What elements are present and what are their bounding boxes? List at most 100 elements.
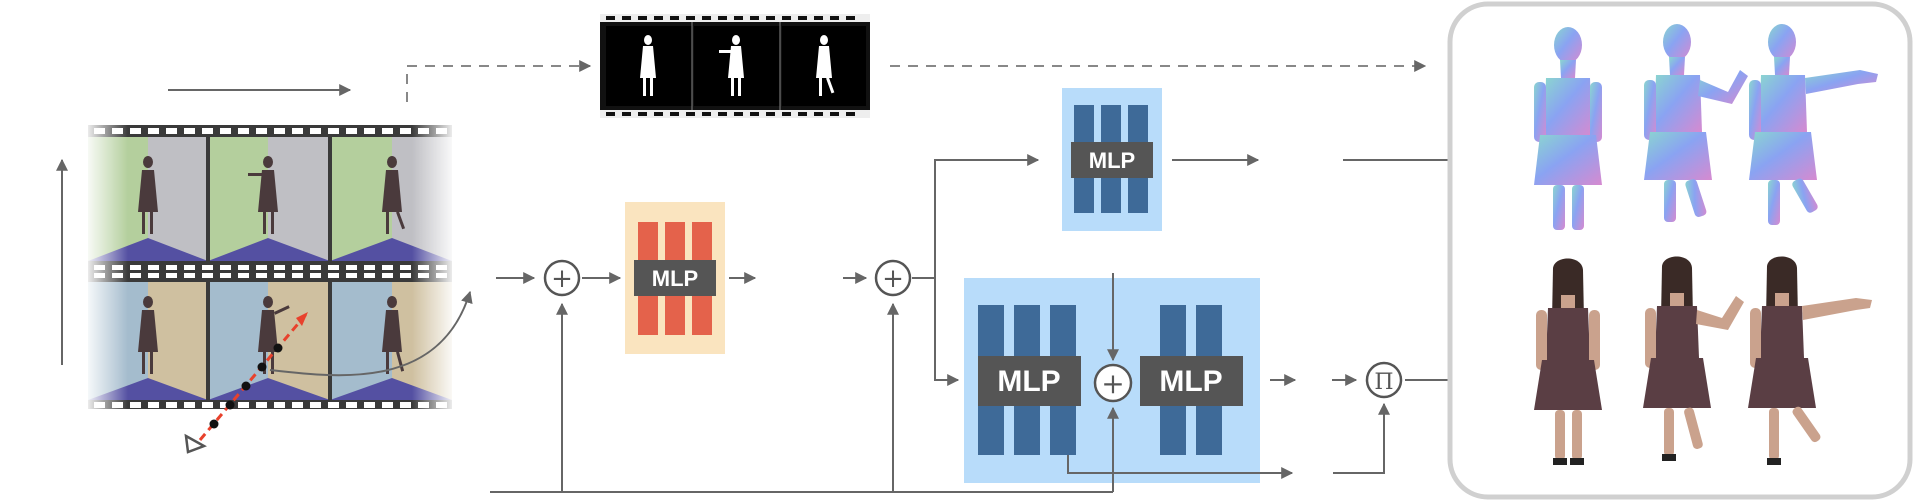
input-video-filmstrip — [88, 125, 452, 409]
sprocket-hole — [846, 16, 855, 20]
sprocket-hole — [670, 16, 679, 20]
branch-arrow-normal — [912, 154, 1040, 279]
sprocket-hole — [686, 16, 695, 20]
sum-symbol: + — [882, 264, 904, 294]
sprocket-hole — [292, 273, 303, 278]
sprocket-hole — [798, 112, 807, 116]
sprocket-hole — [328, 273, 339, 278]
person-figure — [258, 296, 290, 374]
normal-map-figure — [1534, 27, 1602, 230]
film-middle-band — [88, 261, 452, 282]
sprocket-hole — [130, 128, 141, 134]
output-panel — [1447, 1, 1913, 500]
sprocket-hole — [274, 402, 285, 408]
frame-cell — [148, 137, 208, 261]
rgb-figure — [1534, 258, 1602, 465]
sprocket-hole — [364, 265, 375, 270]
sprocket-hole — [830, 16, 839, 20]
sprocket-hole — [400, 265, 411, 270]
sprocket-hole — [148, 128, 159, 134]
sprocket-hole — [766, 16, 775, 20]
sum-symbol: + — [551, 264, 573, 294]
flow-arrow — [1067, 455, 1294, 479]
sprocket-hole — [292, 402, 303, 408]
sprocket-hole — [622, 112, 631, 116]
sprocket-hole — [846, 112, 855, 116]
sprocket-hole — [382, 402, 393, 408]
sprocket-hole — [766, 112, 775, 116]
film-fade-left — [88, 125, 128, 409]
sprocket-hole — [220, 265, 231, 270]
sprocket-hole — [814, 112, 823, 116]
sprocket-hole — [310, 265, 321, 270]
floor-triangle — [208, 238, 330, 261]
sprocket-hole — [782, 112, 791, 116]
sprocket-hole — [346, 402, 357, 408]
sprocket-hole — [718, 112, 727, 116]
sprocket-hole — [184, 273, 195, 278]
frame-cell — [268, 137, 330, 261]
mlp-label-box — [978, 356, 1081, 406]
silhouette-figure — [719, 35, 744, 96]
mlp-color-branch: MLP MLP — [964, 278, 1260, 483]
sprocket-hole — [638, 112, 647, 116]
mlp-label: MLP — [652, 266, 698, 291]
sprocket-hole — [364, 128, 375, 134]
sprocket-hole — [702, 112, 711, 116]
sprocket-hole — [310, 273, 321, 278]
sprocket-hole — [328, 265, 339, 270]
film-fade-right — [412, 125, 452, 409]
sprocket-hole — [256, 402, 267, 408]
sprocket-hole — [328, 402, 339, 408]
sprocket-hole — [400, 128, 411, 134]
frame-cell — [208, 282, 268, 400]
sprocket-hole — [382, 128, 393, 134]
sprocket-hole — [256, 273, 267, 278]
sprocket-hole — [202, 273, 213, 278]
sprocket-hole — [830, 112, 839, 116]
sprocket-hole — [166, 273, 177, 278]
sprocket-hole — [256, 128, 267, 134]
sprocket-hole — [202, 128, 213, 134]
sprocket-hole — [166, 402, 177, 408]
product-operator: Π — [1365, 361, 1403, 399]
sprocket-hole — [238, 265, 249, 270]
sprocket-hole — [364, 273, 375, 278]
sprocket-hole — [274, 273, 285, 278]
sprocket-hole — [606, 16, 615, 20]
person-figure — [138, 296, 158, 374]
sprocket-hole — [328, 128, 339, 134]
sprocket-hole — [346, 265, 357, 270]
person-figure — [138, 156, 158, 234]
sample-point-arrow — [269, 290, 473, 377]
person-figure — [248, 156, 278, 234]
mask-input-dashed-arrow — [406, 60, 592, 102]
sprocket-hole — [220, 128, 231, 134]
sprocket-hole — [382, 265, 393, 270]
frame-cell — [208, 137, 268, 261]
sprocket-hole — [382, 273, 393, 278]
mlp-label-box — [1140, 356, 1243, 406]
mlp-label: MLP — [1089, 148, 1135, 173]
frame-cell — [330, 137, 392, 261]
sprocket-hole — [782, 16, 791, 20]
mlp-normal-branch: MLP — [1062, 88, 1162, 231]
normal-map-figure — [1644, 24, 1748, 222]
sprocket-hole — [274, 128, 285, 134]
sum-operator-1: + — [543, 259, 581, 297]
sprocket-hole — [292, 265, 303, 270]
sprocket-hole — [274, 265, 285, 270]
sprocket-hole — [148, 273, 159, 278]
rgb-figure — [1643, 256, 1744, 461]
sum-operator-3: + — [1093, 363, 1133, 403]
sum-operator-2: + — [874, 259, 912, 297]
sprocket-hole — [202, 402, 213, 408]
sprocket-hole — [310, 128, 321, 134]
sprocket-hole — [166, 265, 177, 270]
sprocket-hole — [346, 128, 357, 134]
silhouette-figure — [816, 35, 835, 96]
mlp-label: MLP — [997, 365, 1060, 398]
sprocket-hole — [238, 273, 249, 278]
sprocket-hole — [148, 402, 159, 408]
sprocket-hole — [606, 112, 615, 116]
